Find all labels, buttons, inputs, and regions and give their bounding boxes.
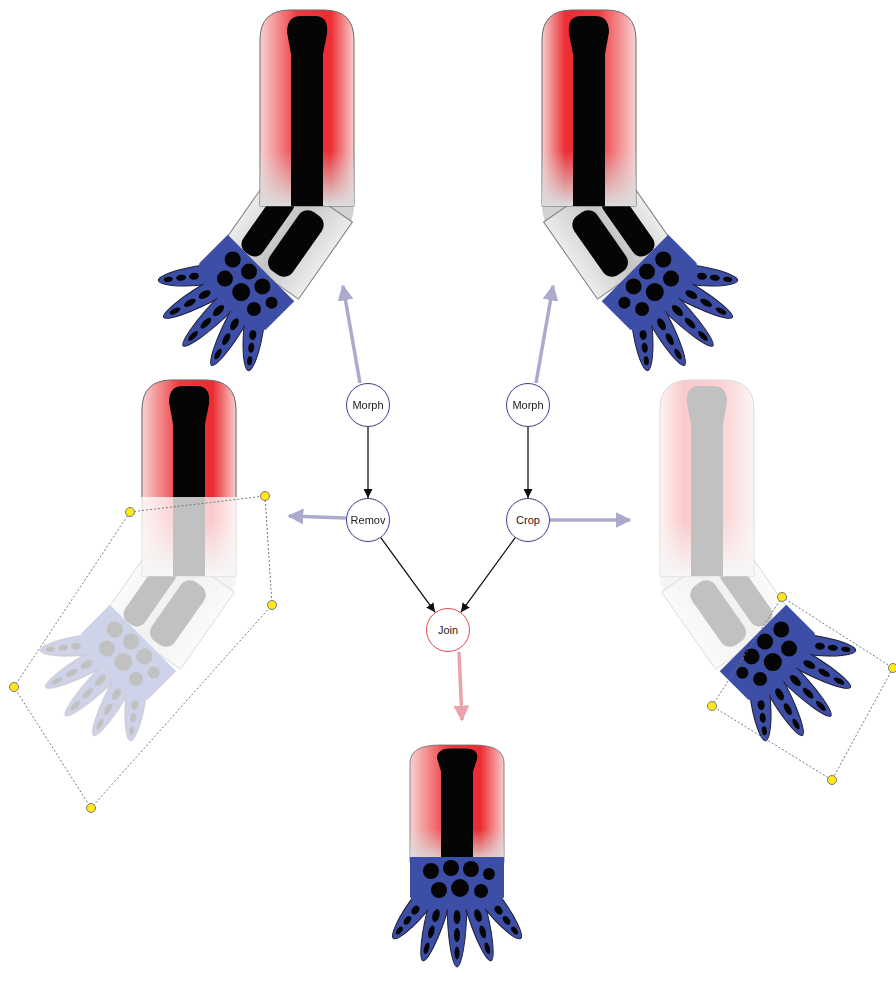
limb-crop-result bbox=[660, 380, 881, 766]
selection-box bbox=[712, 597, 893, 780]
selection-handle bbox=[10, 492, 277, 813]
selection-handle bbox=[708, 593, 896, 785]
limb-drawing bbox=[133, 10, 354, 396]
process-circle: Join bbox=[426, 608, 470, 652]
flow-arrow bbox=[527, 427, 528, 498]
limb-join-result bbox=[385, 745, 528, 967]
limb-remove-result bbox=[15, 380, 236, 766]
flow-arrow bbox=[381, 538, 435, 612]
node-label: Morph bbox=[352, 399, 383, 411]
flow-arrow bbox=[367, 427, 368, 498]
node-label: Crop bbox=[516, 514, 540, 526]
flow-arrow bbox=[461, 538, 515, 612]
node-label: Morph bbox=[512, 399, 543, 411]
process-circle: Morph bbox=[506, 383, 550, 427]
process-circle: Morph bbox=[346, 383, 390, 427]
node-label: Remov bbox=[351, 514, 386, 526]
process-circle: Crop bbox=[506, 498, 550, 542]
process-circle: Remov bbox=[346, 498, 390, 542]
selection-box bbox=[14, 496, 272, 808]
output-arrow bbox=[289, 286, 630, 720]
limb-drawing bbox=[542, 10, 763, 396]
node-label: Join bbox=[438, 624, 458, 636]
